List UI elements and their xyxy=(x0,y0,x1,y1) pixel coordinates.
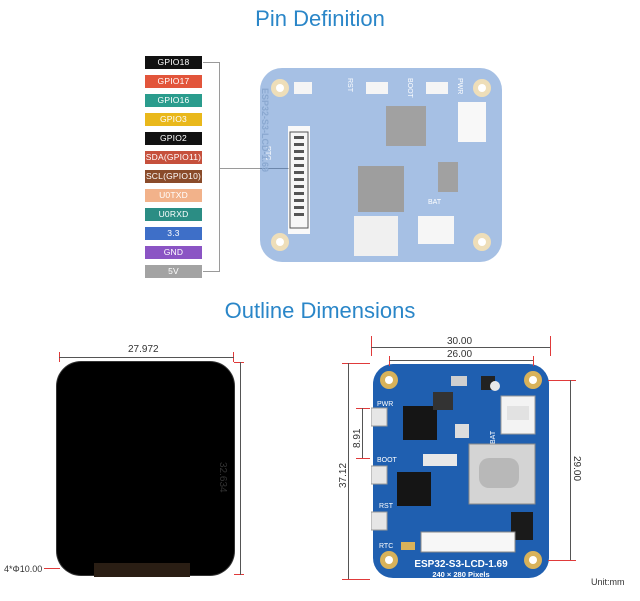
pin-label: SDA(GPIO11) xyxy=(145,151,202,164)
svg-text:BOOT: BOOT xyxy=(377,457,398,464)
button-offset-label: 8.91 xyxy=(352,428,363,448)
dim-tick xyxy=(371,336,372,356)
pin-bracket xyxy=(219,62,220,272)
lcd-height-line xyxy=(240,362,241,575)
board-width-label: 30.00 xyxy=(447,336,473,347)
pin-label: SCL(GPIO10) xyxy=(145,170,202,183)
pin-label: 3.3 xyxy=(145,227,202,240)
pin-connector-leader xyxy=(219,168,289,169)
pin-label: GPIO17 xyxy=(145,75,202,88)
dim-tick xyxy=(389,356,390,366)
svg-text:BAT: BAT xyxy=(428,199,442,206)
svg-text:RST: RST xyxy=(379,503,394,510)
lcd-screen xyxy=(57,362,234,575)
dim-tick xyxy=(356,458,370,459)
board-bottom: PWR BOOT RST RTC BAT ESP32-S3-LCD-1.69 2… xyxy=(371,364,549,579)
svg-text:RST: RST xyxy=(346,78,353,93)
board-height-label: 37.12 xyxy=(338,462,349,488)
svg-text:ESP32-S3-LCD-1.69: ESP32-S3-LCD-1.69 xyxy=(414,559,508,570)
corner-leader xyxy=(44,568,60,569)
svg-text:240 × 280 Pixels: 240 × 280 Pixels xyxy=(432,570,489,579)
pin-label: GPIO16 xyxy=(145,94,202,107)
board-top-faded: RTC RST BOOT PWR BAT xyxy=(260,68,502,262)
lcd-width-label: 27.972 xyxy=(128,344,159,355)
dim-tick xyxy=(234,574,244,575)
dim-tick xyxy=(356,408,370,409)
hole-spacing-label: 26.00 xyxy=(447,349,473,360)
svg-text:PWR: PWR xyxy=(377,401,393,408)
unit-label: Unit:mm xyxy=(591,577,625,587)
svg-text:PWR: PWR xyxy=(456,78,463,94)
svg-text:BAT: BAT xyxy=(490,430,497,444)
dim-tick xyxy=(234,362,244,363)
dim-tick xyxy=(550,336,551,356)
dim-tick xyxy=(342,579,370,580)
pin-label: 5V xyxy=(145,265,202,278)
pin-label: GPIO3 xyxy=(145,113,202,126)
pin-label: GPIO2 xyxy=(145,132,202,145)
svg-text:RTC: RTC xyxy=(379,543,393,550)
corner-radius-label: 4*Φ10.00 xyxy=(4,564,43,574)
dim-tick xyxy=(548,560,576,561)
outline-dimensions-heading: Outline Dimensions xyxy=(224,298,416,323)
pin-label: GND xyxy=(145,246,202,259)
lcd-height-label: 32.634 xyxy=(217,462,228,493)
pin-leader-bottom xyxy=(203,271,219,272)
pin-leader-top xyxy=(203,62,219,63)
button-offset-line xyxy=(362,408,363,458)
hole-spacing-line xyxy=(389,360,533,361)
board-inner-height-line xyxy=(570,380,571,560)
pin-definition-heading: Pin Definition xyxy=(255,6,385,31)
board-inner-height-label: 29.00 xyxy=(571,456,582,482)
board-height-line xyxy=(348,363,349,579)
dim-tick xyxy=(342,363,370,364)
dim-tick xyxy=(548,380,576,381)
svg-text:BOOT: BOOT xyxy=(406,78,413,99)
pin-label: U0RXD xyxy=(145,208,202,221)
lcd-width-line xyxy=(59,357,234,358)
dim-tick xyxy=(533,356,534,366)
board-top-model-text: ESP32-S3-LCD-1.69 xyxy=(260,88,270,173)
lcd-flex-cable xyxy=(94,563,190,577)
board-width-line xyxy=(371,347,550,348)
svg-text:RTC: RTC xyxy=(264,146,271,160)
pin-label: GPIO18 xyxy=(145,56,202,69)
pin-label: U0TXD xyxy=(145,189,202,202)
